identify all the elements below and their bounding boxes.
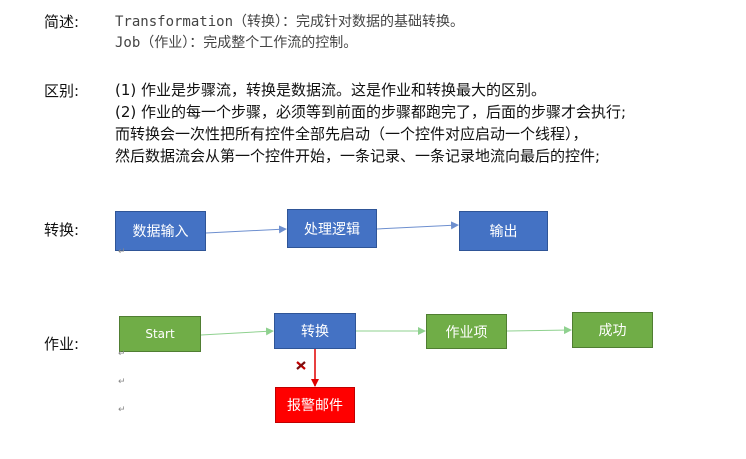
error-x-icon: [296, 361, 306, 370]
node-start: Start: [119, 316, 201, 352]
difference-line-2: (2) 作业的每一个步骤，必须等到前面的步骤都跑完了，后面的步骤才会执行;: [115, 103, 627, 121]
transformation-flow-label: 转换:: [44, 221, 80, 239]
paragraph-mark-icon: ↵: [118, 247, 126, 257]
difference-line-1: (1) 作业是步骤流，转换是数据流。这是作业和转换最大的区别。: [115, 81, 547, 99]
arrow-jobitem-to-success: [506, 326, 572, 335]
difference-line-4: 然后数据流会从第一个控件开始，一条记录、一条记录地流向最后的控件;: [115, 147, 601, 165]
overview-job-line: Job（作业）：完成整个工作流的控制。: [115, 35, 358, 51]
difference-line-3: 而转换会一次性把所有控件全部先启动（一个控件对应启动一个线程），: [115, 125, 588, 143]
arrow-start-to-transform: [200, 327, 274, 336]
overview-label: 简述:: [44, 13, 80, 31]
paragraph-mark-icon: ↵: [118, 405, 126, 415]
arrow-logic-to-output: [376, 221, 459, 230]
paragraph-mark-icon: ↵: [118, 377, 126, 387]
node-processing-logic: 处理逻辑: [287, 209, 377, 248]
difference-label: 区别:: [44, 82, 80, 100]
node-job-item: 作业项: [426, 314, 507, 349]
arrow-input-to-logic: [205, 225, 287, 234]
node-success: 成功: [572, 312, 653, 348]
node-output: 输出: [459, 211, 548, 251]
overview-transformation-line: Transformation（转换）：完成针对数据的基础转换。: [115, 14, 465, 30]
node-transformation: 转换: [274, 313, 356, 349]
node-alert-email: 报警邮件: [275, 387, 355, 423]
job-flow-label: 作业:: [44, 335, 80, 353]
paragraph-mark-icon: ↵: [118, 349, 126, 359]
node-data-input: 数据输入: [115, 211, 206, 251]
